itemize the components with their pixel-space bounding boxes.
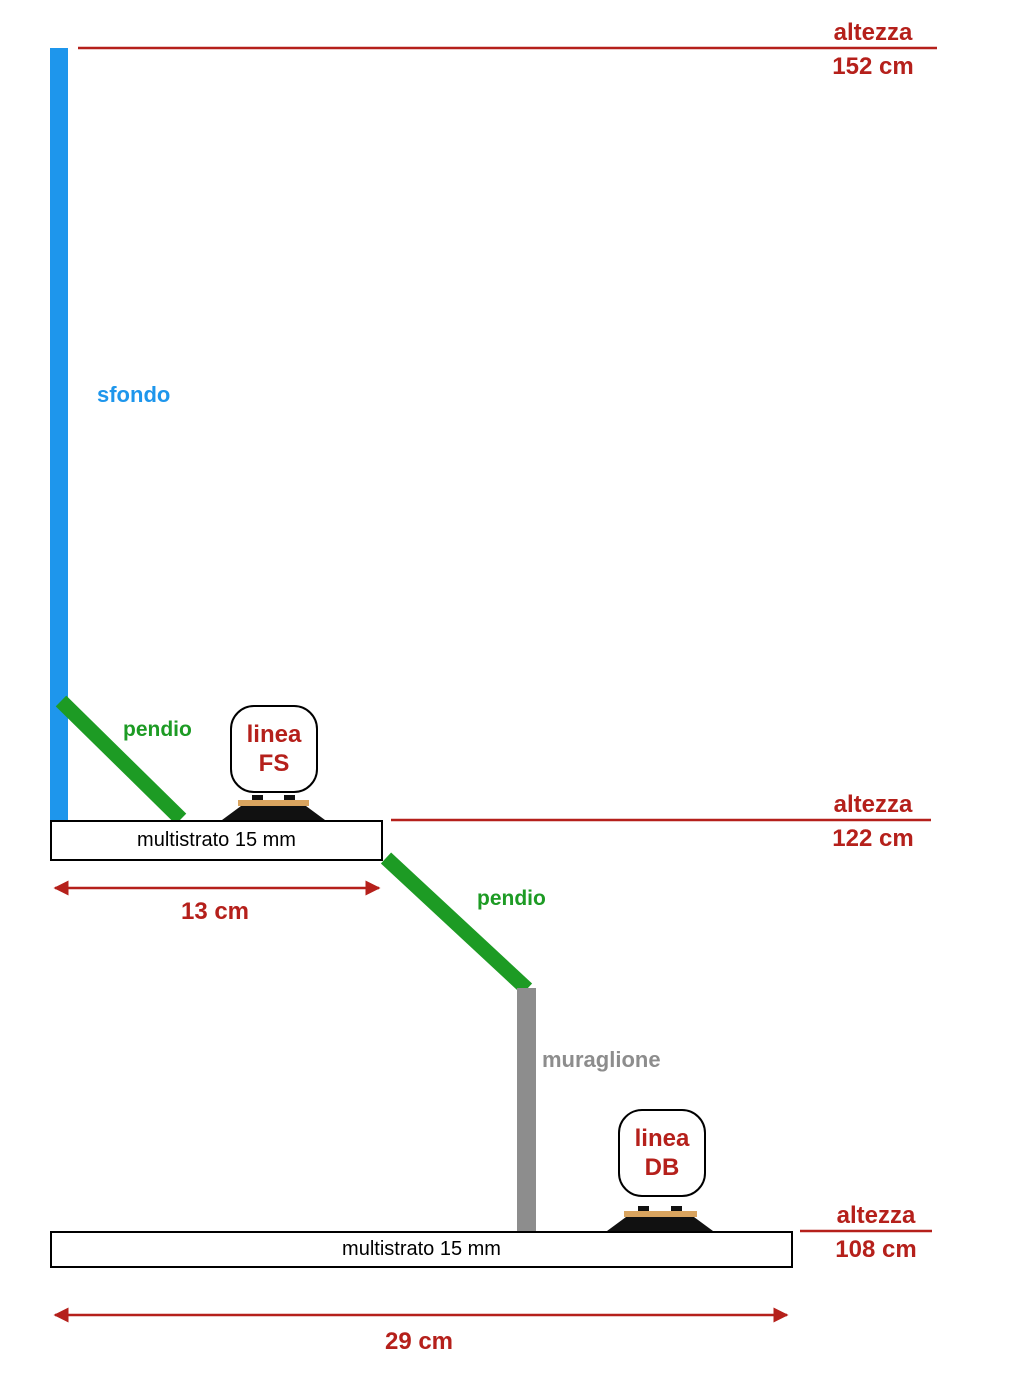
height-dim-152-label: altezza xyxy=(833,19,913,46)
platform-upper-label: multistrato 15 mm xyxy=(137,829,296,851)
height-dim-108-value: 108 cm xyxy=(835,1236,917,1263)
height-dim-108: altezza 108 cm xyxy=(816,1201,936,1265)
pendio-lower-label: pendio xyxy=(477,887,546,910)
muraglione-label: muraglione xyxy=(542,1047,661,1072)
callout-linea-db: linea DB xyxy=(618,1109,706,1197)
platform-upper: multistrato 15 mm xyxy=(50,820,383,861)
pendio-upper-label: pendio xyxy=(123,718,192,741)
platform-lower-label: multistrato 15 mm xyxy=(342,1238,501,1260)
height-dim-122-label: altezza xyxy=(833,791,913,818)
callout-linea-fs: linea FS xyxy=(230,705,318,793)
height-dim-152: altezza 152 cm xyxy=(813,18,933,82)
callout-linea-db-line2: DB xyxy=(644,1154,680,1181)
callout-linea-db-line1: linea xyxy=(634,1125,690,1152)
platform-lower: multistrato 15 mm xyxy=(50,1231,793,1268)
railway-track-icon-db xyxy=(607,1206,713,1231)
callout-linea-fs-line1: linea xyxy=(246,721,302,748)
height-dim-122: altezza 122 cm xyxy=(813,790,933,854)
muraglione-bar xyxy=(517,988,536,1231)
callout-linea-fs-line2: FS xyxy=(258,750,290,777)
width-dim-29cm: 29 cm xyxy=(384,1328,454,1355)
railway-track-icon-fs xyxy=(222,795,325,820)
sfondo-label: sfondo xyxy=(97,382,171,407)
height-dim-122-value: 122 cm xyxy=(832,825,914,852)
height-dim-152-value: 152 cm xyxy=(832,53,914,80)
slope-upper xyxy=(55,695,187,825)
height-dim-108-label: altezza xyxy=(836,1202,916,1229)
sfondo-bar xyxy=(50,48,68,821)
width-dim-13cm: 13 cm xyxy=(180,898,250,925)
slope-lower xyxy=(380,852,533,995)
